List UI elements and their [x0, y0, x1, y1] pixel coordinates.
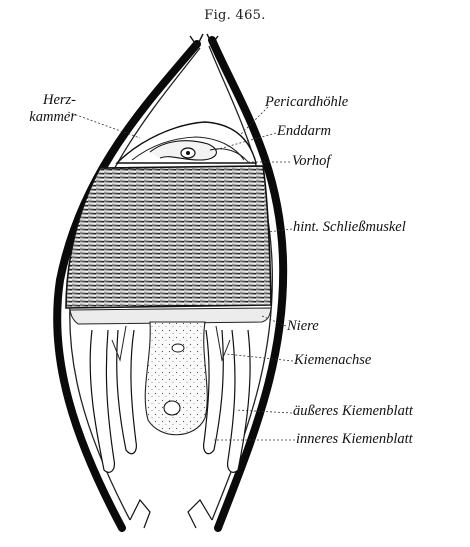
- gill-left-inner: [117, 330, 137, 454]
- visceral-cavity-1: [172, 344, 184, 352]
- label-herz: Herz-: [2, 92, 76, 109]
- label-vorhof: Vorhof: [292, 153, 330, 170]
- foot-visceral-mass: [145, 322, 207, 435]
- label-kammer: kammer: [2, 109, 76, 126]
- label-inneres-kiemenblatt: inneres Kiemenblatt: [296, 431, 413, 448]
- visceral-cavity-2: [164, 401, 180, 415]
- label-kiemenachse: Kiemenachse: [294, 352, 371, 369]
- adductor-muscle: [66, 166, 271, 308]
- bottom-right-end: [188, 500, 212, 528]
- label-schliessmuskel: hint. Schließmuskel: [293, 219, 406, 236]
- bottom-left-end: [130, 500, 150, 528]
- label-niere: Niere: [287, 318, 319, 335]
- label-enddarm: Enddarm: [277, 123, 331, 140]
- label-aeusseres-kiemenblatt: äußeres Kiemenblatt: [293, 403, 413, 420]
- gill-left-outer: [90, 330, 114, 472]
- label-pericardhoehle: Pericardhöhle: [265, 94, 348, 111]
